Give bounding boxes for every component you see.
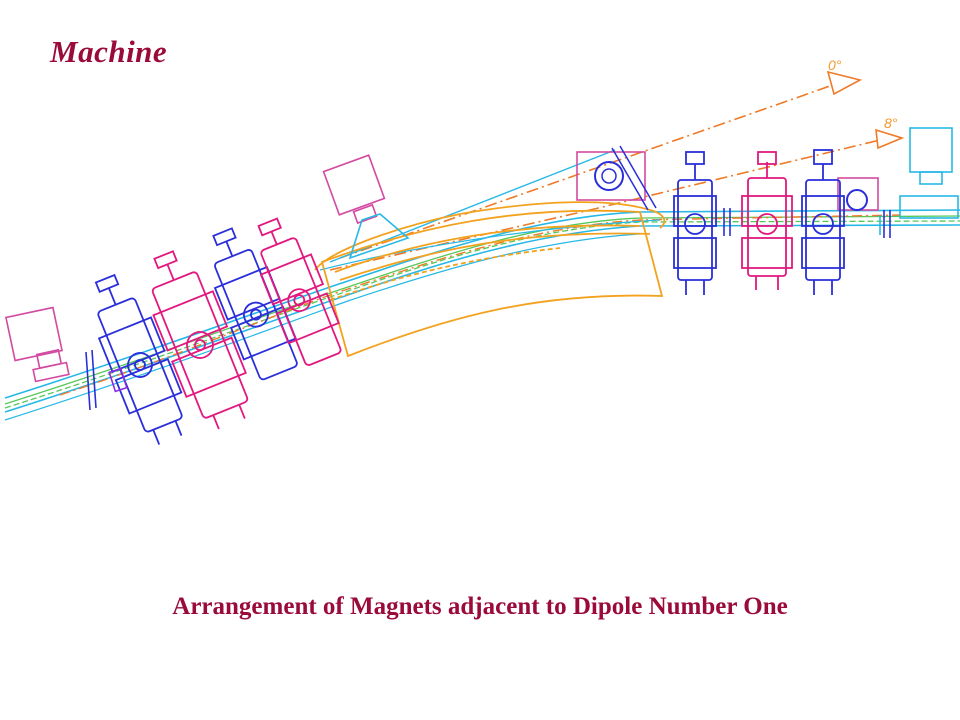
quadrupole-q4-blue bbox=[801, 149, 845, 295]
quadrupole-q2-magenta bbox=[257, 217, 342, 366]
beam-pipe bbox=[4, 209, 960, 421]
right-vacuum-pump bbox=[879, 127, 959, 235]
quadrupole-q3-blue bbox=[673, 151, 717, 295]
beamline-label-8deg: 8° bbox=[884, 115, 898, 131]
quadrupole-q1-magenta bbox=[151, 250, 249, 430]
figure-caption: Arrangement of Magnets adjacent to Dipol… bbox=[172, 593, 788, 620]
vacuum-pumps bbox=[5, 154, 410, 383]
steering-element bbox=[85, 349, 128, 411]
quadrupole-q3-magenta bbox=[741, 151, 793, 290]
beam-monitor bbox=[723, 208, 891, 238]
quadrupole-q2-blue bbox=[212, 227, 298, 381]
dipole-magnet-one bbox=[314, 201, 666, 358]
page-title: Machine bbox=[50, 34, 168, 69]
vacuum-chamber-box bbox=[576, 145, 879, 211]
beamline-label-0deg: 0° bbox=[828, 57, 842, 73]
